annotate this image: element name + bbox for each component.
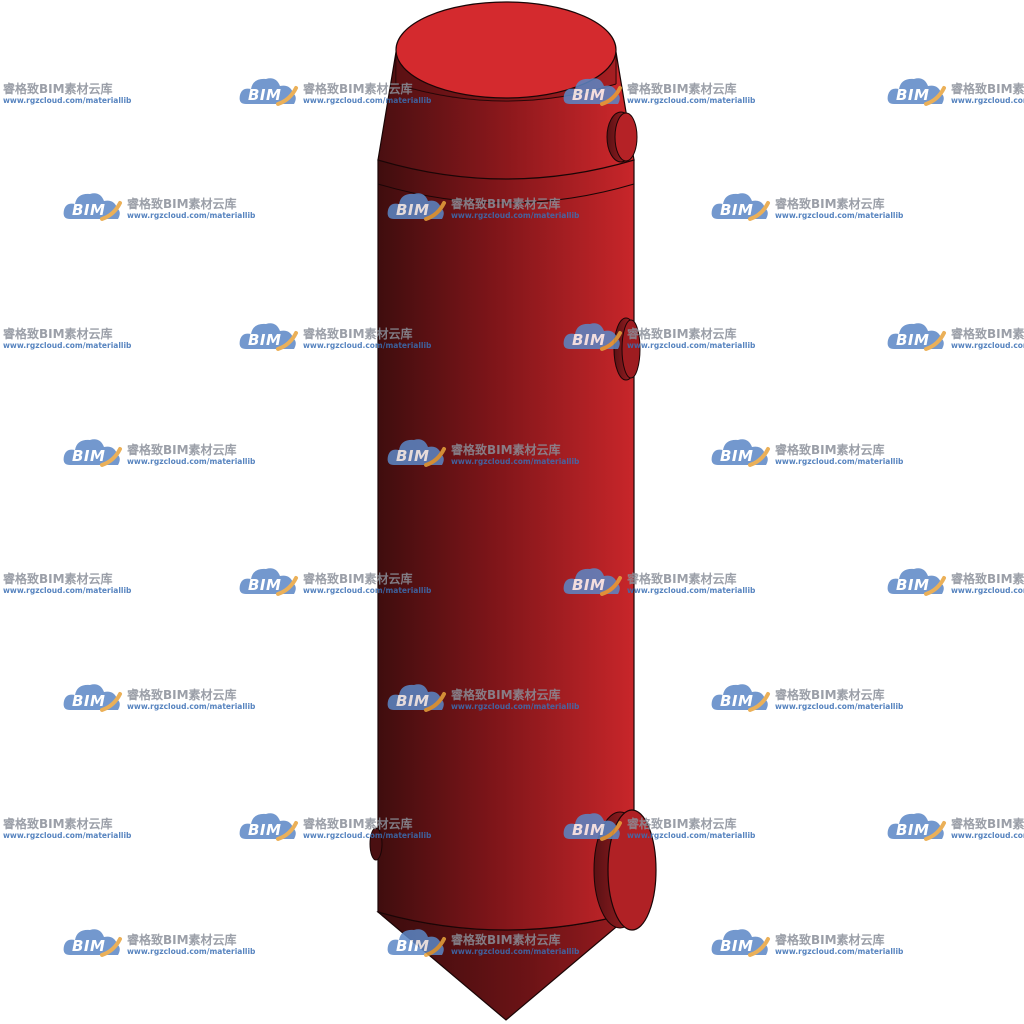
top-cap — [395, 1, 617, 99]
nozzle-upper — [606, 111, 638, 163]
nozzle-middle — [613, 317, 641, 381]
nozzle-lower-large — [593, 809, 657, 931]
nozzle-lower-left — [369, 827, 383, 861]
main-shell — [377, 159, 635, 931]
